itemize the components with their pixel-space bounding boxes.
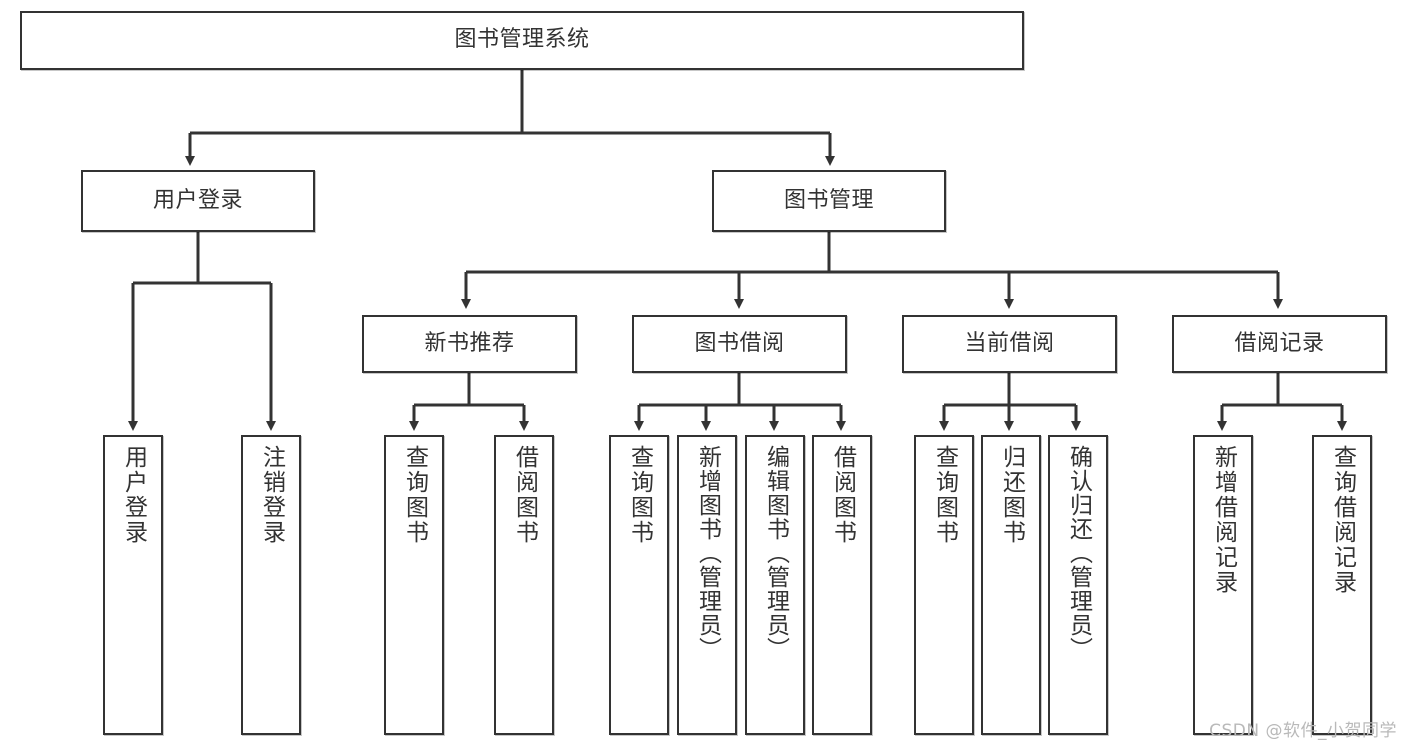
- leaf-current-confirm-return-admin[interactable]: 确认归还（管理员）: [1048, 435, 1108, 735]
- node-label: 编辑图书（管理员）: [762, 445, 789, 661]
- node-label: 借阅图书: [829, 445, 856, 545]
- node-label: 查询图书: [626, 445, 653, 545]
- node-borrow-records[interactable]: 借阅记录: [1172, 315, 1387, 373]
- leaf-current-return-books[interactable]: 归还图书: [981, 435, 1041, 735]
- node-label: 图书管理: [783, 187, 874, 213]
- leaf-newbook-borrow-books[interactable]: 借阅图书: [494, 435, 554, 735]
- node-label: 新增借阅记录: [1210, 445, 1237, 595]
- leaf-borrow-edit-book-admin[interactable]: 编辑图书（管理员）: [745, 435, 805, 735]
- node-new-book-recommend[interactable]: 新书推荐: [362, 315, 577, 373]
- leaf-records-query-record[interactable]: 查询借阅记录: [1312, 435, 1372, 735]
- node-label: 查询图书: [401, 445, 428, 545]
- node-label: 查询图书: [931, 445, 958, 545]
- leaf-user-logout[interactable]: 注销登录: [241, 435, 301, 735]
- node-label: 归还图书: [998, 445, 1025, 545]
- node-label: 新增图书（管理员）: [694, 445, 721, 661]
- node-label: 当前借阅: [964, 330, 1055, 356]
- node-label: 用户登录: [152, 187, 243, 213]
- csdn-watermark: CSDN @软件_小贺同学: [1209, 721, 1397, 741]
- node-label: 查询借阅记录: [1329, 445, 1356, 595]
- leaf-borrow-add-book-admin[interactable]: 新增图书（管理员）: [677, 435, 737, 735]
- leaf-user-login[interactable]: 用户登录: [103, 435, 163, 735]
- node-book-borrow[interactable]: 图书借阅: [632, 315, 847, 373]
- node-label: 图书管理系统: [454, 27, 590, 53]
- node-label: 确认归还（管理员）: [1065, 445, 1092, 661]
- node-label: 图书借阅: [694, 330, 785, 356]
- leaf-newbook-query-books[interactable]: 查询图书: [384, 435, 444, 735]
- node-label: 注销登录: [258, 445, 285, 545]
- node-root-system[interactable]: 图书管理系统: [20, 11, 1024, 70]
- node-user-login[interactable]: 用户登录: [81, 170, 315, 232]
- node-label: 新书推荐: [424, 330, 515, 356]
- leaf-borrow-query-books[interactable]: 查询图书: [609, 435, 669, 735]
- node-current-borrow[interactable]: 当前借阅: [902, 315, 1117, 373]
- node-label: 借阅图书: [511, 445, 538, 545]
- node-label: 借阅记录: [1234, 330, 1325, 356]
- leaf-current-query-books[interactable]: 查询图书: [914, 435, 974, 735]
- node-label: 用户登录: [120, 445, 147, 545]
- node-book-management[interactable]: 图书管理: [712, 170, 946, 232]
- leaf-borrow-borrow-books[interactable]: 借阅图书: [812, 435, 872, 735]
- leaf-records-add-record[interactable]: 新增借阅记录: [1193, 435, 1253, 735]
